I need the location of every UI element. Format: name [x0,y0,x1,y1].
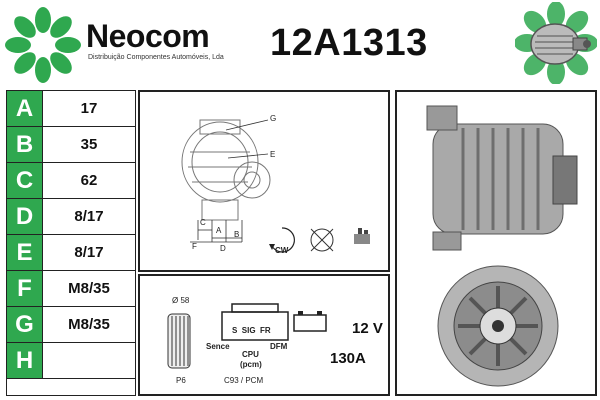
plug-pins: S SIG FR [232,326,271,335]
spec-value: 62 [80,172,98,189]
spec-value: M8/35 [68,280,110,297]
label-e: E [270,150,276,159]
mounting-diagram: G E C A B F D CW [138,90,390,272]
pulley-type: P6 [176,376,186,385]
label-cpu: CPU [242,350,259,359]
spec-row-b: B 35 [7,127,135,163]
spec-value [43,343,135,378]
connector-info: Ø 58 P6 S SIG FR Sence CPU (pcm) DFM C93… [138,274,390,396]
label-cw: CW [275,246,289,255]
spec-letter: A [7,91,43,126]
amperage: 130A [330,350,366,367]
label-d: D [220,244,226,253]
label-c: C [200,218,206,227]
plug-code: C93 / PCM [224,376,264,385]
alternator-sketch-icon [181,119,370,253]
label-f: F [192,242,197,251]
pulley-diameter: Ø 58 [172,296,190,305]
spec-row-h: H [7,343,135,379]
spec-letter: D [7,199,43,234]
plug-icon [221,303,289,341]
spec-value: 8/17 [74,208,104,225]
spec-value: M8/35 [68,316,110,333]
spec-row-c: C 62 [7,163,135,199]
spec-letter: H [7,343,43,378]
spec-letter: C [7,163,43,198]
label-a: A [216,226,222,235]
battery-icon [293,311,327,332]
part-number: 12A1313 [270,22,428,64]
label-b: B [234,230,240,239]
spec-letter: F [7,271,43,306]
brand-tagline: Distribuição Componentes Automóveis, Lda [88,54,224,61]
spec-value: 17 [80,100,98,117]
voltage: 12 V [352,320,383,337]
spec-row-e: E 8/17 [7,235,135,271]
spec-letter: E [7,235,43,270]
spec-row-f: F M8/35 [7,271,135,307]
label-sence: Sence [206,342,230,351]
pulley-icon [167,313,191,369]
spec-letter: G [7,307,43,342]
label-pcm: (pcm) [240,360,262,369]
alternator-side-photo-icon [426,105,578,251]
alternator-thumbnail-image [514,1,598,85]
label-g: G [270,114,277,123]
label-dfm: DFM [270,342,288,351]
product-photos [395,90,597,396]
spec-table: A 17 B 35 C 62 D 8/17 E 8/17 F M8/35 G M… [6,90,136,396]
spec-row-g: G M8/35 [7,307,135,343]
spec-row-d: D 8/17 [7,199,135,235]
header: Neocom Distribuição Componentes Automóve… [0,0,600,88]
spec-value: 35 [80,136,98,153]
neocom-logo-icon [4,6,82,84]
spec-value: 8/17 [74,244,104,261]
spec-letter: B [7,127,43,162]
spec-row-a: A 17 [7,91,135,127]
brand-name: Neocom [86,18,210,54]
alternator-front-photo-icon [437,265,559,387]
